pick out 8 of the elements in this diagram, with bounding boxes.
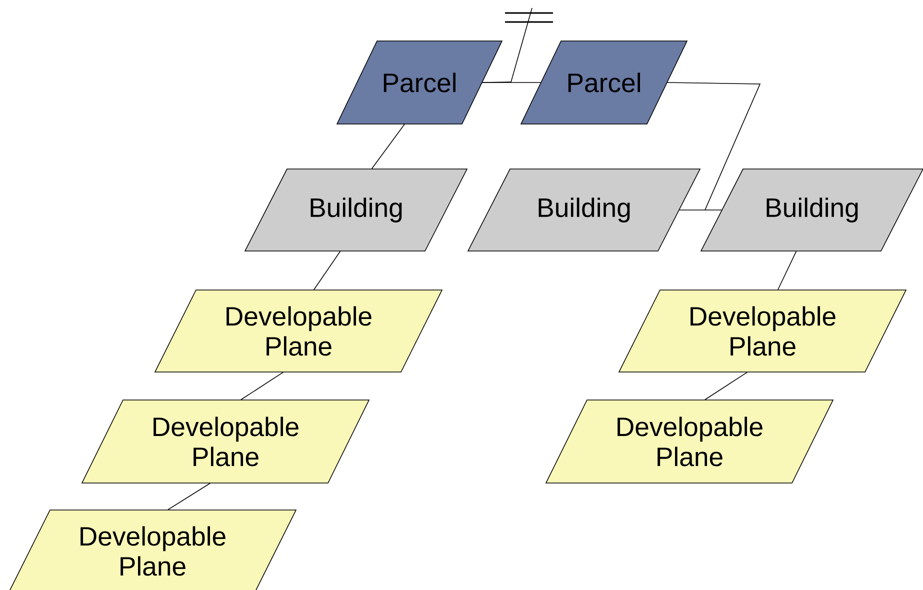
- connector-line: [313, 250, 341, 290]
- connector-line: [167, 482, 211, 510]
- connector-line: [777, 250, 797, 290]
- connector-line: [482, 8, 532, 83]
- connector-line: [704, 372, 748, 400]
- connector-line: [240, 372, 284, 400]
- connector-line: [666, 82, 761, 210]
- connector-line: [371, 124, 405, 170]
